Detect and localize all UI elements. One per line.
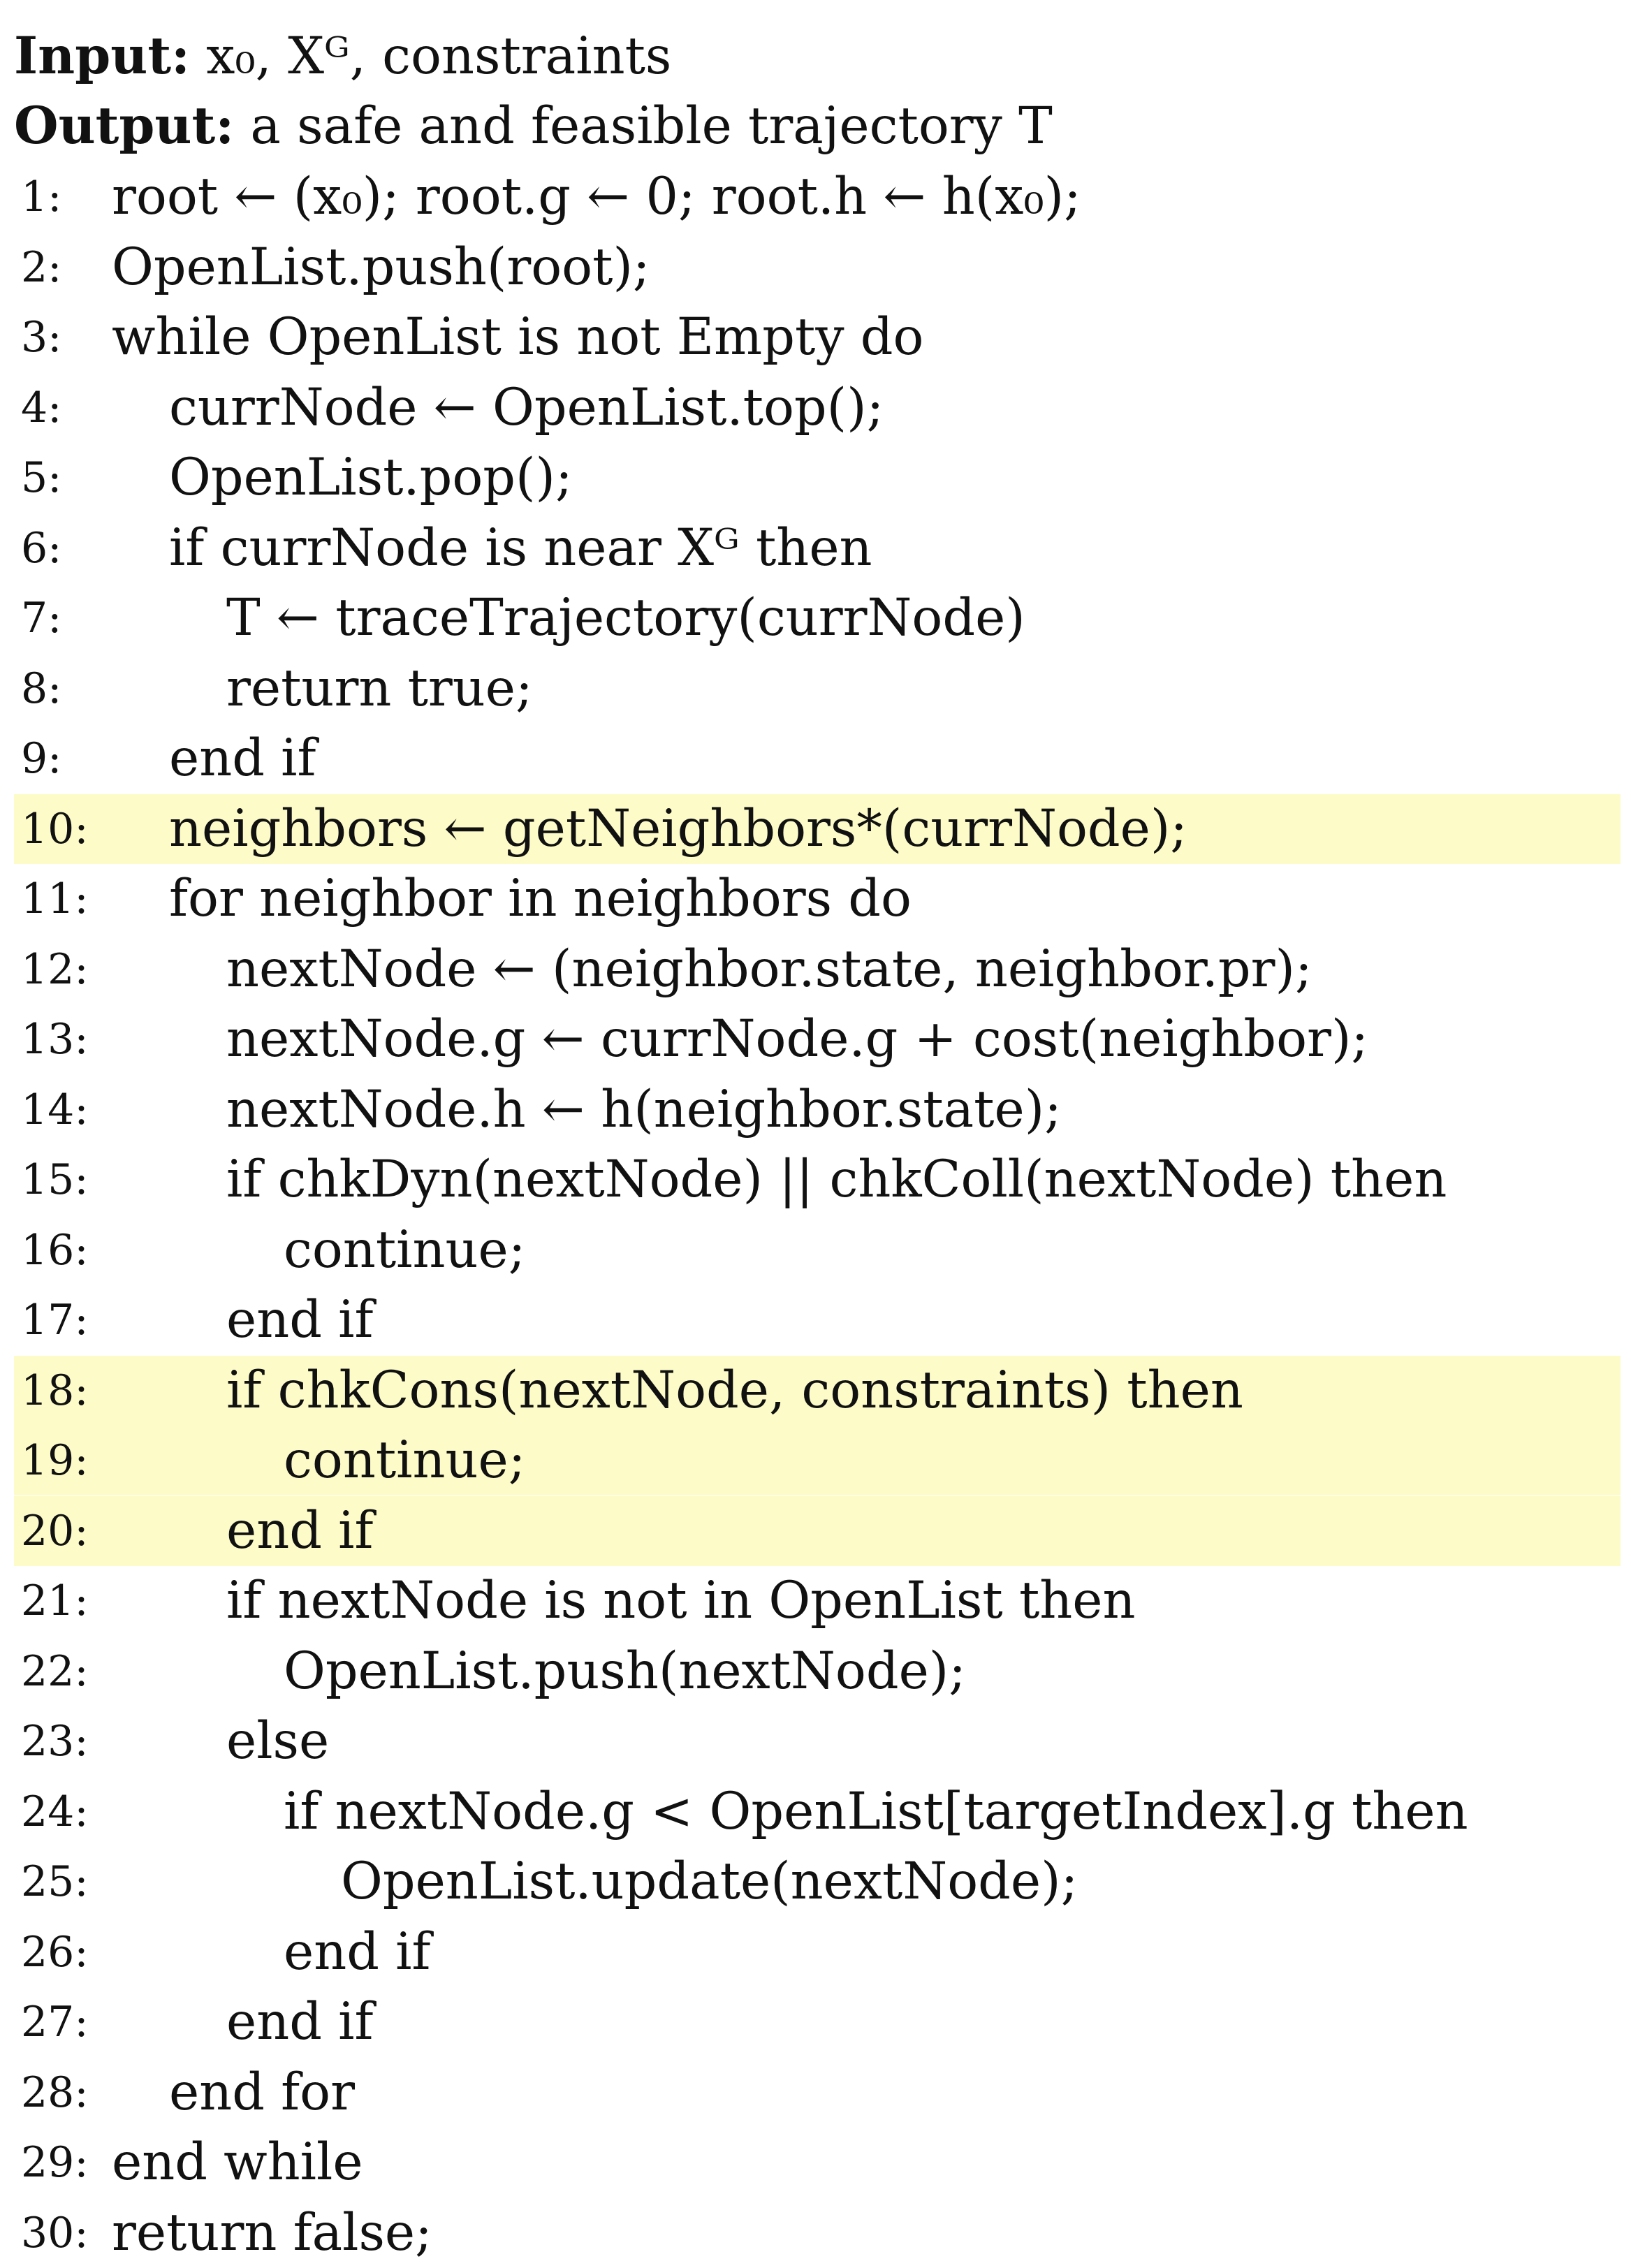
line-code: if currNode is near Xᴳ then bbox=[169, 518, 872, 578]
algorithm-line: 22: OpenList.push(nextNode); bbox=[0, 1637, 1631, 1706]
line-number: 19: bbox=[21, 1436, 89, 1485]
line-number: 25: bbox=[21, 1857, 89, 1906]
line-code: else bbox=[226, 1711, 330, 1771]
line-number: 22: bbox=[21, 1646, 89, 1696]
algorithm-line: 25: OpenList.update(nextNode); bbox=[0, 1847, 1631, 1917]
line-number: 12: bbox=[21, 944, 89, 994]
line-code: OpenList.push(root); bbox=[112, 237, 650, 297]
algorithm-line: 4: currNode ← OpenList.top(); bbox=[0, 373, 1631, 443]
line-code: OpenList.pop(); bbox=[169, 448, 573, 507]
line-number: 10: bbox=[21, 804, 89, 854]
input-label: Input: bbox=[14, 26, 191, 86]
algorithm-line: 2: OpenList.push(root); bbox=[0, 233, 1631, 302]
line-number: 28: bbox=[21, 2068, 89, 2117]
line-code: while OpenList is not Empty do bbox=[112, 307, 924, 367]
line-number: 5: bbox=[21, 453, 62, 502]
algorithm-line: 30: return false; bbox=[0, 2198, 1631, 2268]
output-text: a safe and feasible trajectory T bbox=[250, 96, 1053, 156]
line-number: 7: bbox=[21, 594, 62, 643]
line-number: 4: bbox=[21, 383, 62, 432]
line-code: end if bbox=[284, 1922, 431, 1982]
line-number: 1: bbox=[21, 173, 62, 221]
line-number: 24: bbox=[21, 1787, 89, 1836]
line-code: continue; bbox=[284, 1431, 526, 1490]
line-number: 14: bbox=[21, 1085, 89, 1134]
line-number: 15: bbox=[21, 1155, 89, 1204]
algorithm-line: 7: T ← traceTrajectory(currNode) bbox=[0, 583, 1631, 653]
algorithm-line: 3: while OpenList is not Empty do bbox=[0, 302, 1631, 372]
algorithm-line: 17: end if bbox=[0, 1285, 1631, 1355]
line-number: 23: bbox=[21, 1717, 89, 1766]
line-number: 17: bbox=[21, 1296, 89, 1345]
line-code: OpenList.update(nextNode); bbox=[341, 1852, 1078, 1911]
line-number: 27: bbox=[21, 1998, 89, 2047]
algorithm-line: 29: end while bbox=[0, 2128, 1631, 2197]
line-code: return false; bbox=[112, 2202, 432, 2262]
line-number: 21: bbox=[21, 1576, 89, 1625]
algorithm-line: 10: neighbors ← getNeighbors*(currNode); bbox=[14, 793, 1621, 864]
line-code: end if bbox=[169, 729, 316, 788]
algorithm-line: 11: for neighbor in neighbors do bbox=[0, 864, 1631, 934]
line-code: continue; bbox=[284, 1220, 526, 1280]
algorithm-line: 12: nextNode ← (neighbor.state, neighbor.… bbox=[0, 935, 1631, 1004]
line-code: T ← traceTrajectory(currNode) bbox=[226, 588, 1025, 648]
line-code: if chkCons(nextNode, constraints) then bbox=[226, 1360, 1243, 1420]
algorithm-line: 13: nextNode.g ← currNode.g + cost(neighb… bbox=[0, 1004, 1631, 1074]
algorithm-line: 28: end for bbox=[0, 2058, 1631, 2128]
line-number: 29: bbox=[21, 2138, 89, 2187]
algorithm-line: 16: continue; bbox=[0, 1215, 1631, 1285]
line-number: 9: bbox=[21, 734, 62, 783]
input-text: x₀, Xᴳ, constraints bbox=[206, 27, 672, 86]
line-number: 8: bbox=[21, 664, 62, 713]
algorithm-line: 18: if chkCons(nextNode, constraints) the… bbox=[14, 1355, 1621, 1426]
line-code: if nextNode is not in OpenList then bbox=[226, 1571, 1136, 1630]
output-label: Output: bbox=[14, 96, 235, 156]
algorithm-line: 5: OpenList.pop(); bbox=[0, 443, 1631, 513]
line-code: neighbors ← getNeighbors*(currNode); bbox=[169, 798, 1187, 858]
algorithm-line: 23: else bbox=[0, 1706, 1631, 1776]
line-number: 3: bbox=[21, 313, 62, 362]
algorithm-line: 8: return true; bbox=[0, 654, 1631, 724]
line-number: 16: bbox=[21, 1225, 89, 1275]
input-line: Input: x₀, Xᴳ, constraints bbox=[14, 21, 671, 92]
line-code: nextNode.h ← h(neighbor.state); bbox=[226, 1079, 1062, 1139]
line-code: end while bbox=[112, 2132, 363, 2192]
algorithm-line: 19: continue; bbox=[14, 1426, 1621, 1495]
line-code: OpenList.push(nextNode); bbox=[284, 1641, 966, 1701]
line-number: 26: bbox=[21, 1927, 89, 1977]
line-code: end if bbox=[226, 1500, 374, 1560]
line-number: 20: bbox=[21, 1506, 89, 1556]
algorithm-line: 1: root ← (x₀); root.g ← 0; root.h ← h(x₀… bbox=[0, 162, 1631, 232]
algorithm-line: 24: if nextNode.g < OpenList[targetIndex]… bbox=[0, 1777, 1631, 1847]
output-line: Output: a safe and feasible trajectory T bbox=[14, 91, 1053, 161]
line-code: return true; bbox=[226, 658, 533, 718]
algorithm-line: 9: end if bbox=[0, 724, 1631, 793]
line-code: root ← (x₀); root.g ← 0; root.h ← h(x₀); bbox=[112, 167, 1081, 226]
line-code: end if bbox=[226, 1992, 374, 2051]
algorithm-line: 15: if chkDyn(nextNode) || chkColl(nextNo… bbox=[0, 1145, 1631, 1215]
line-number: 13: bbox=[21, 1015, 89, 1064]
algorithm-line: 26: end if bbox=[0, 1917, 1631, 1987]
algorithm-line: 14: nextNode.h ← h(neighbor.state); bbox=[0, 1075, 1631, 1145]
algorithm-line: 6: if currNode is near Xᴳ then bbox=[0, 513, 1631, 583]
line-code: for neighbor in neighbors do bbox=[169, 869, 912, 928]
line-code: if nextNode.g < OpenList[targetIndex].g … bbox=[284, 1781, 1468, 1841]
algorithm-line: 21: if nextNode is not in OpenList then bbox=[0, 1566, 1631, 1636]
algorithm-line: 27: end if bbox=[0, 1987, 1631, 2057]
line-number: 2: bbox=[21, 242, 62, 292]
line-code: nextNode.g ← currNode.g + cost(neighbor)… bbox=[226, 1009, 1369, 1069]
line-number: 18: bbox=[21, 1366, 89, 1415]
line-code: end if bbox=[226, 1290, 374, 1349]
line-code: nextNode ← (neighbor.state, neighbor.pr)… bbox=[226, 939, 1312, 999]
line-number: 11: bbox=[21, 875, 89, 923]
line-code: if chkDyn(nextNode) || chkColl(nextNode)… bbox=[226, 1150, 1447, 1209]
line-number: 6: bbox=[21, 523, 62, 573]
line-code: end for bbox=[169, 2062, 356, 2122]
line-number: 30: bbox=[21, 2208, 89, 2258]
algorithm-line: 20: end if bbox=[14, 1495, 1621, 1566]
line-code: currNode ← OpenList.top(); bbox=[169, 377, 884, 437]
